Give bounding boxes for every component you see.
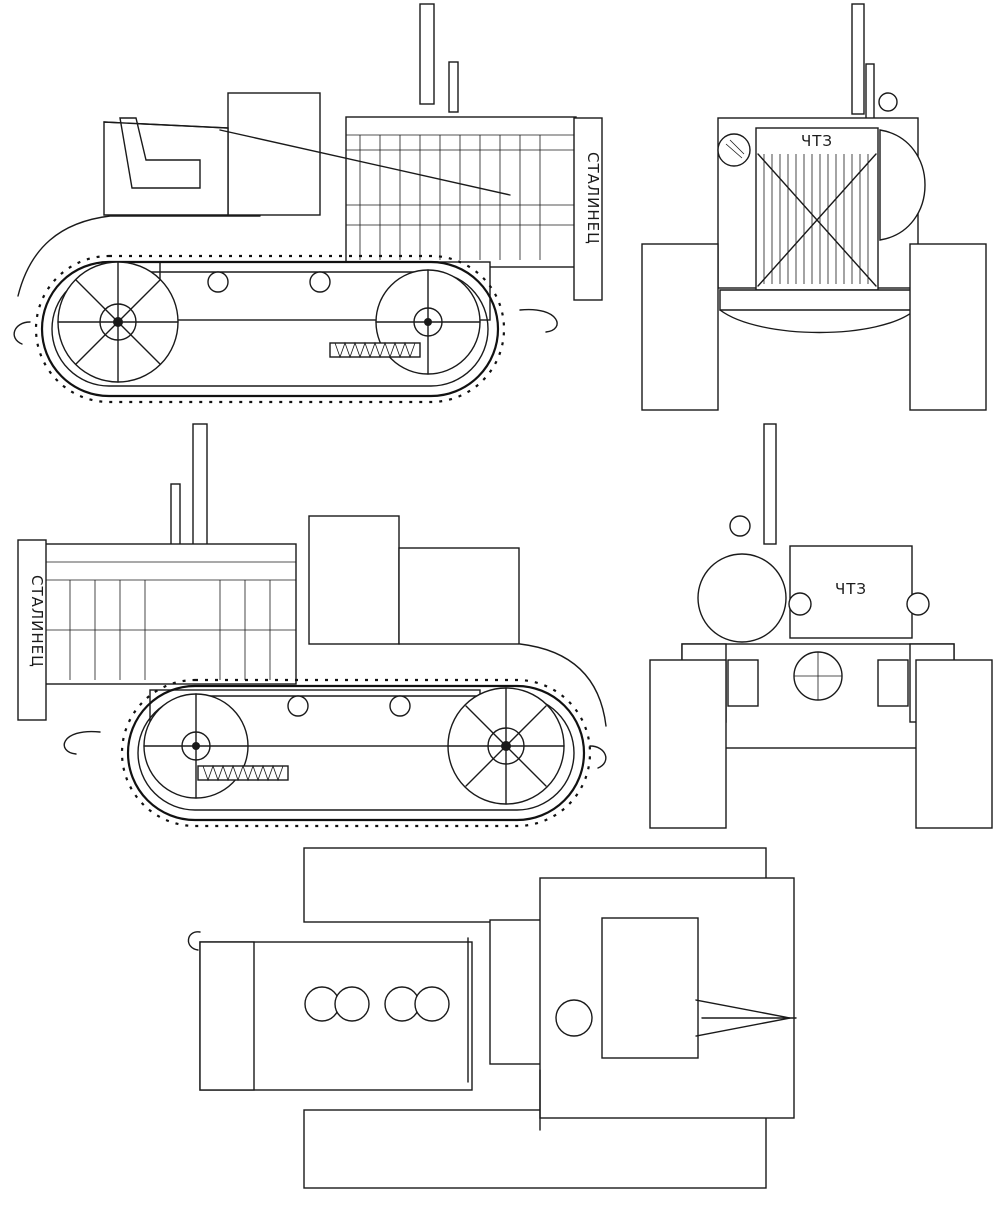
front-idler <box>143 693 249 799</box>
cylinder-head <box>334 986 370 1022</box>
seat-top <box>601 917 699 1059</box>
engine-detail-lines <box>44 561 296 680</box>
track <box>40 260 500 398</box>
front-hook <box>519 308 558 333</box>
fuel-tank <box>308 515 400 645</box>
badge-rear: ЧТЗ <box>835 580 867 598</box>
recoil-spring <box>197 765 289 781</box>
side-view-left: СТАЛИНЕЦ <box>13 3 603 404</box>
track-right <box>915 659 993 829</box>
carrier-roller <box>389 695 411 717</box>
final-drive-right <box>877 659 909 707</box>
rear-body <box>789 545 913 639</box>
fuel-tank-end <box>697 553 787 643</box>
radiator-top <box>199 941 255 1091</box>
radiator-fins <box>763 154 869 284</box>
carrier-roller <box>207 271 229 293</box>
cylinder-head <box>304 986 340 1022</box>
carrier-roller <box>287 695 309 717</box>
exhaust-stack <box>763 423 777 545</box>
rear-drawbar <box>589 745 607 769</box>
radiator-grille <box>755 127 879 291</box>
final-drive-left <box>727 659 759 707</box>
cab-deck <box>398 547 520 645</box>
top-view <box>187 847 797 1189</box>
exhaust-stack <box>419 3 435 105</box>
seat <box>119 117 201 189</box>
drive-sprocket <box>447 687 565 805</box>
nameplate-side-left: СТАЛИНЕЦ <box>584 152 602 245</box>
rear-lamp <box>906 592 930 616</box>
front-hook <box>63 730 101 755</box>
track-bottom <box>303 1109 767 1189</box>
cylinder-head <box>414 986 450 1022</box>
control-rod <box>219 129 511 196</box>
rear-fender <box>519 643 607 727</box>
track-left <box>641 243 719 411</box>
side-view-right: СТАЛИНЕЦ <box>17 423 607 828</box>
engine-block <box>345 116 577 268</box>
front-crossmember <box>719 289 916 311</box>
air-cleaner-cap <box>878 92 898 112</box>
headlamp <box>717 133 751 167</box>
drive-sprocket <box>57 261 179 383</box>
front-hook <box>187 931 201 951</box>
engine-block <box>43 543 297 685</box>
radiator-shell <box>17 539 47 721</box>
steering-clutch-housing <box>555 999 593 1037</box>
rear-lamp <box>788 592 812 616</box>
exhaust-stack <box>192 423 208 555</box>
fuel-tank-end <box>879 129 926 241</box>
track <box>126 684 586 822</box>
air-intake-stack <box>865 63 875 121</box>
track-right <box>909 243 987 411</box>
cylinder-head <box>384 986 420 1022</box>
front-view: ЧТЗ <box>641 3 987 411</box>
air-intake-stack <box>448 61 459 113</box>
front-bumper-curve <box>719 309 916 334</box>
rear-drawbar <box>13 321 31 345</box>
air-cleaner-cap <box>729 515 751 537</box>
fuel-tank <box>227 92 321 216</box>
engine-detail-lines <box>346 134 576 260</box>
rear-fender <box>17 215 261 297</box>
radiator-shell <box>573 117 603 301</box>
nameplate-side-right: СТАЛИНЕЦ <box>28 575 46 668</box>
exhaust-stack <box>851 3 865 115</box>
rear-view: ЧТЗ <box>649 423 993 829</box>
front-idler <box>375 269 481 375</box>
recoil-spring <box>329 342 421 358</box>
track-left <box>649 659 727 829</box>
carrier-roller <box>309 271 331 293</box>
badge-front: ЧТЗ <box>801 132 833 150</box>
